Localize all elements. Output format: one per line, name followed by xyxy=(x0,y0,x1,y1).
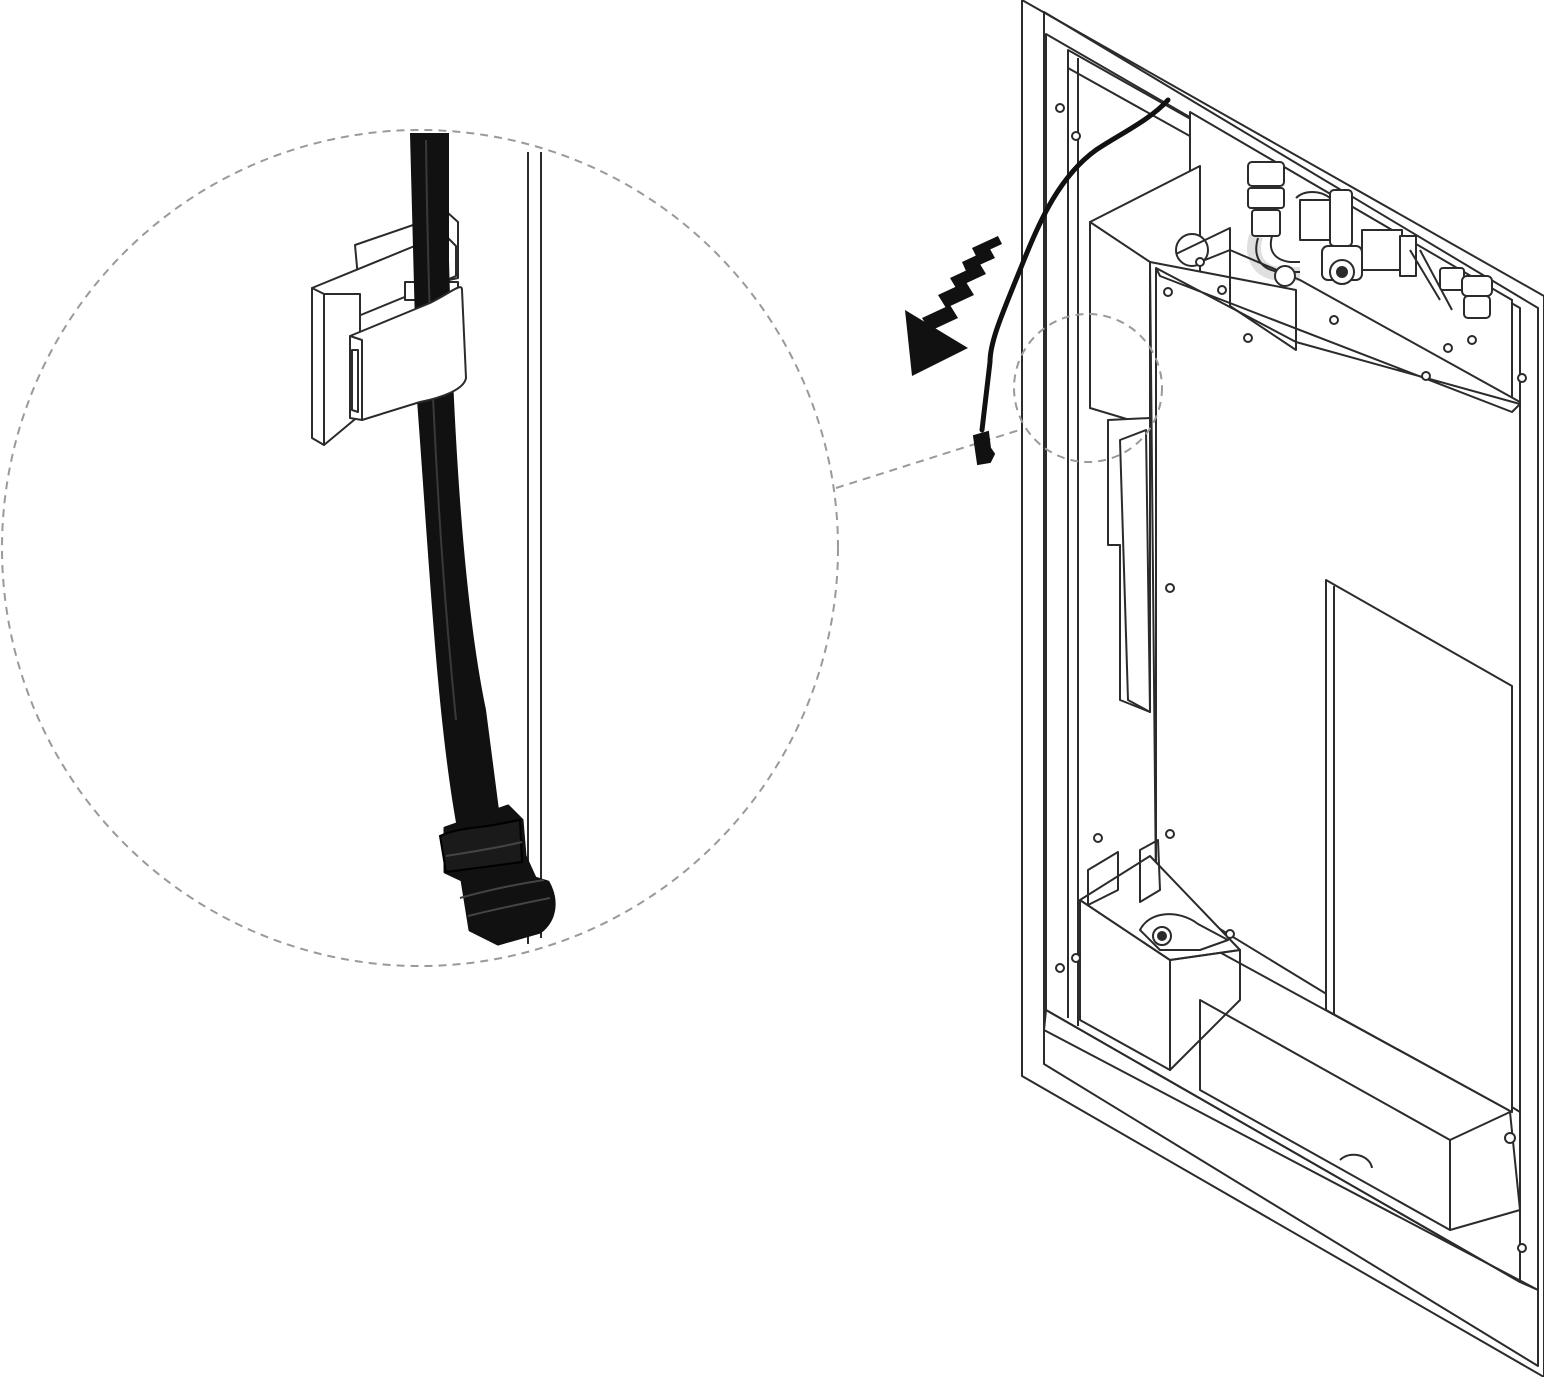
screw-icon xyxy=(1421,371,1431,381)
detail-circle xyxy=(1,129,839,967)
screw-icon xyxy=(1517,373,1527,383)
screw-icon xyxy=(1443,343,1453,353)
screw-icon xyxy=(1329,315,1339,325)
bottom-fastener xyxy=(1139,913,1229,951)
screw-icon xyxy=(1055,103,1065,113)
screw-icon xyxy=(1217,285,1227,295)
plug-detail xyxy=(438,804,556,946)
screw-icon xyxy=(1225,929,1235,939)
magnifier-callout-icon xyxy=(1013,313,1163,463)
screw-icon xyxy=(1195,257,1205,267)
detail-rail xyxy=(527,152,542,944)
screw-icon xyxy=(1165,829,1175,839)
callout-leader-line xyxy=(835,425,1033,489)
screw-icon xyxy=(1243,333,1253,343)
screws xyxy=(1055,103,1527,1253)
screw-icon xyxy=(1504,1132,1516,1144)
screw-icon xyxy=(1163,287,1173,297)
screw-icon xyxy=(1093,833,1103,843)
screw-icon xyxy=(1055,963,1065,973)
arrow-down-left-icon xyxy=(905,236,1002,376)
screw-icon xyxy=(1071,953,1081,963)
clip-front xyxy=(349,286,467,421)
screw-icon xyxy=(1165,583,1175,593)
detail-callout xyxy=(1,129,1033,967)
valve-assembly xyxy=(1175,161,1493,319)
cable-overview xyxy=(972,97,1171,466)
screw-icon xyxy=(1517,1243,1527,1253)
screw-icon xyxy=(1071,131,1081,141)
screw-icon xyxy=(1467,335,1477,345)
cabinet xyxy=(1021,0,1544,1377)
